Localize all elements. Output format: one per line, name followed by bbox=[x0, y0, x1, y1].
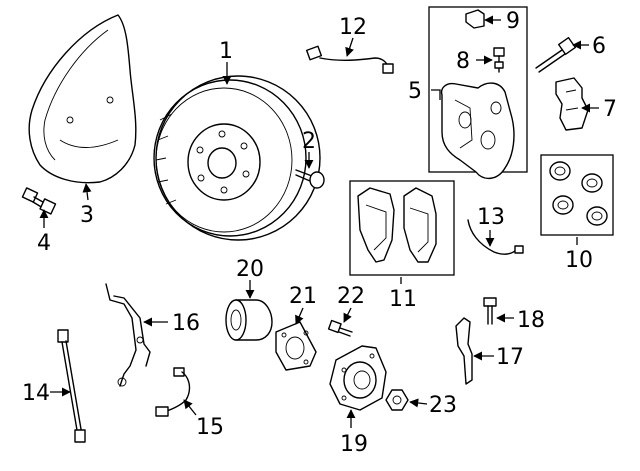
splash-shield bbox=[28, 14, 137, 184]
callout-9: 9 bbox=[506, 9, 520, 34]
callout-10: 10 bbox=[565, 248, 593, 273]
wheel-hub-19 bbox=[329, 345, 387, 411]
callout-labels: 1 2 3 4 5 6 7 8 9 10 11 12 13 14 15 16 1… bbox=[22, 9, 617, 457]
bolt-4 bbox=[21, 187, 57, 215]
callout-11: 11 bbox=[389, 287, 417, 312]
caliper-box bbox=[428, 6, 528, 179]
callout-3: 3 bbox=[80, 203, 94, 228]
callout-12: 12 bbox=[339, 15, 367, 40]
bracket-16 bbox=[105, 283, 151, 387]
callout-18: 18 bbox=[517, 308, 545, 333]
clip-9 bbox=[465, 9, 485, 29]
wheel-bearing-20 bbox=[225, 299, 273, 341]
callout-2: 2 bbox=[302, 129, 316, 154]
leader-lines bbox=[39, 15, 599, 428]
callout-23: 23 bbox=[429, 393, 457, 418]
callout-7: 7 bbox=[603, 97, 617, 122]
bolt-22 bbox=[327, 319, 353, 337]
wear-sensor-13 bbox=[467, 219, 524, 255]
callout-1: 1 bbox=[219, 39, 233, 64]
callout-13: 13 bbox=[477, 205, 505, 230]
bracket-7 bbox=[555, 77, 589, 131]
bleeder-8 bbox=[493, 47, 505, 73]
bolt-2 bbox=[295, 169, 325, 189]
brake-rotor bbox=[153, 75, 321, 241]
callout-17: 17 bbox=[496, 345, 524, 370]
long-bolt-14 bbox=[57, 329, 86, 443]
brake-pads-box bbox=[349, 180, 455, 276]
wear-sensor-12 bbox=[305, 45, 394, 74]
bolt-18 bbox=[483, 297, 497, 325]
callout-15: 15 bbox=[196, 415, 224, 440]
callout-8: 8 bbox=[456, 49, 470, 74]
callout-5: 5 bbox=[408, 79, 422, 104]
callout-21: 21 bbox=[289, 284, 317, 309]
sensor-15 bbox=[155, 367, 191, 417]
callout-20: 20 bbox=[236, 257, 264, 282]
guide-bolt-6 bbox=[535, 36, 577, 73]
callout-19: 19 bbox=[340, 432, 368, 457]
callout-14: 14 bbox=[22, 381, 50, 406]
gasket-plate-21 bbox=[275, 321, 317, 371]
callout-4: 4 bbox=[37, 231, 51, 256]
seal-kit-box bbox=[540, 154, 614, 236]
nut-23 bbox=[385, 389, 409, 411]
callout-6: 6 bbox=[592, 34, 606, 59]
callout-22: 22 bbox=[337, 284, 365, 309]
callout-16: 16 bbox=[172, 311, 200, 336]
bracket-17 bbox=[455, 317, 473, 385]
